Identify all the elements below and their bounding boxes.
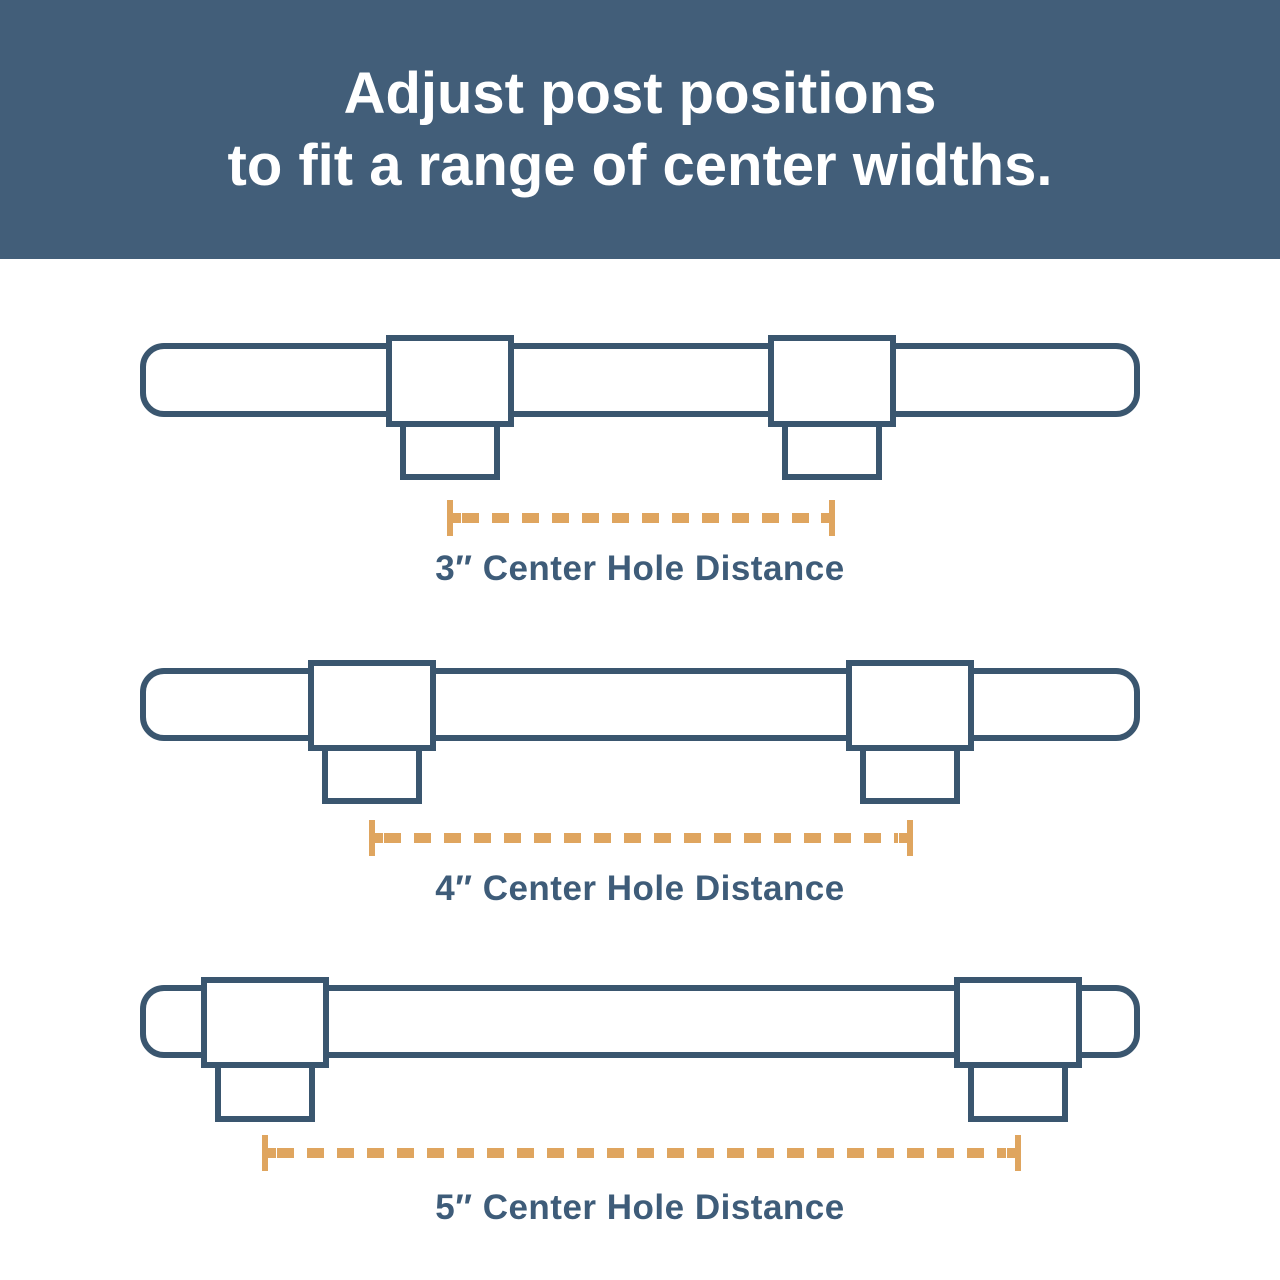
measure-tick-left-icon (262, 1135, 276, 1171)
left-post-stem (322, 751, 422, 804)
measure-tick-right-icon (899, 820, 913, 856)
measurement-line (369, 820, 913, 856)
page-title-line2: to fit a range of center widths. (227, 132, 1053, 198)
left-post (386, 335, 514, 427)
measure-dashes (384, 833, 898, 843)
left-post-stem (400, 427, 500, 480)
right-post (846, 660, 974, 751)
measurement-label: 5″ Center Hole Distance (435, 1188, 845, 1227)
right-post-stem (968, 1068, 1068, 1122)
measure-tick-right-icon (1007, 1135, 1021, 1171)
measure-dashes (277, 1148, 1006, 1158)
right-post (954, 977, 1082, 1068)
measurement-label: 4″ Center Hole Distance (435, 869, 845, 908)
right-post-stem (860, 751, 960, 804)
header-banner: Adjust post positions to fit a range of … (0, 0, 1280, 259)
measure-tick-right-icon (821, 500, 835, 536)
measure-tick-left-icon (447, 500, 461, 536)
measurement-line (447, 500, 835, 536)
page-title-line1: Adjust post positions (343, 60, 937, 126)
left-post-stem (215, 1068, 315, 1122)
left-post (308, 660, 436, 751)
measurement-line (262, 1135, 1021, 1171)
right-post (768, 335, 896, 427)
pull-bar (140, 668, 1140, 741)
left-post (201, 977, 329, 1068)
page-title: Adjust post positions to fit a range of … (228, 58, 1053, 202)
measure-tick-left-icon (369, 820, 383, 856)
pull-bar (140, 343, 1140, 417)
right-post-stem (782, 427, 882, 480)
measurement-label: 3″ Center Hole Distance (435, 549, 845, 588)
measure-dashes (462, 513, 820, 523)
